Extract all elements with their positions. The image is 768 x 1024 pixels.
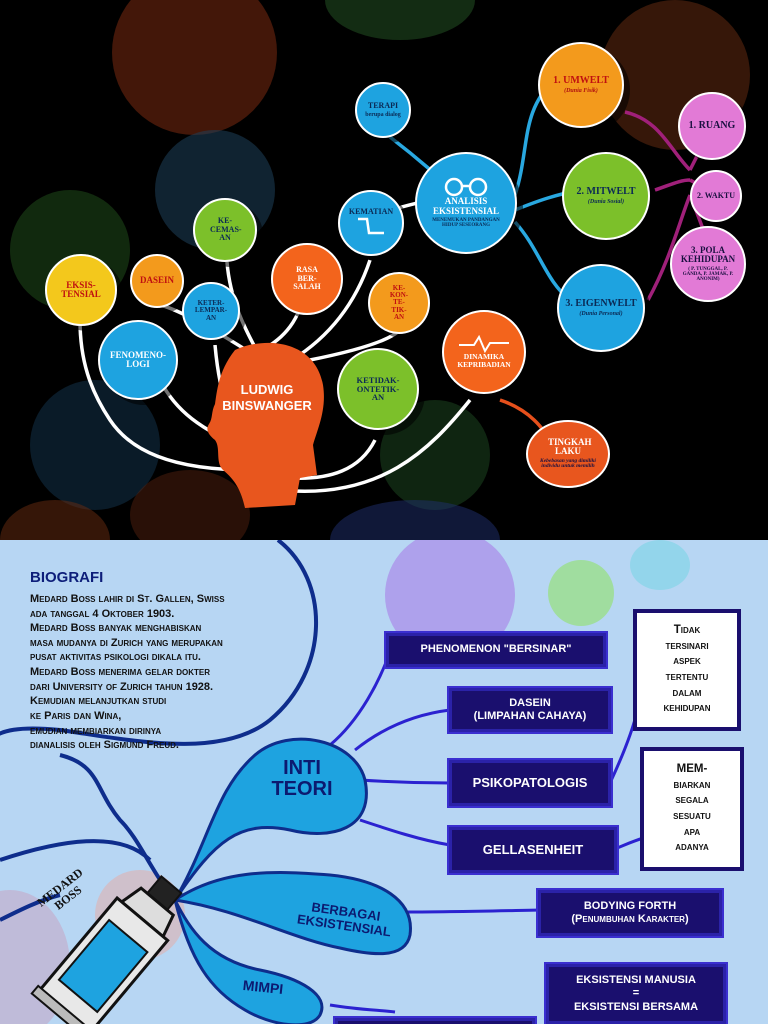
note-membiarkan: MEM- biarkan segala sesuatu apa adanya xyxy=(640,747,744,871)
binswanger-mindmap: LUDWIG BINSWANGER 1. UMWELT (Dunia Fisik… xyxy=(0,0,750,540)
connector-lines xyxy=(78,78,712,493)
node-analisis-eksistensial[interactable]: ANALISIS EKSISTENSIAL MENEMUKAN PANDANGA… xyxy=(415,152,517,254)
bio-line: ke Paris dan Wina, xyxy=(30,709,122,722)
pulse-icon xyxy=(459,335,509,354)
glasses-icon xyxy=(444,178,488,197)
node-dinamika-kepribadian[interactable]: DINAMIKA KEPRIBADIAN xyxy=(442,310,526,394)
note-tidak-tersinari: Tidak tersinari aspek tertentu dalam keh… xyxy=(633,609,741,731)
node-rasa-bersalah[interactable]: RASA BER-SALAH xyxy=(271,243,343,315)
bio-line: masa mudanya di Zurich yang merupakan xyxy=(30,636,223,649)
branch-curves xyxy=(0,540,651,1024)
node-ruang[interactable]: 1. RUANG xyxy=(678,92,746,160)
bg-circle xyxy=(130,470,250,540)
box-dasein[interactable]: DASEIN (LIMPAHAN CAHAYA) xyxy=(449,688,611,732)
bio-line: Medard Boss lahir di St. Gallen, Swiss xyxy=(30,592,225,605)
bg-calculator-circle xyxy=(548,560,614,626)
node-fenomenologi[interactable]: FENOMENO-LOGI xyxy=(98,320,178,400)
node-ketidakontetikan[interactable]: KETIDAK-ONTETIK-AN xyxy=(337,348,419,430)
node-terapi[interactable]: TERAPI berupa dialog xyxy=(355,82,411,138)
box-gellasenheit[interactable]: GELLASENHEIT xyxy=(449,827,617,873)
box-psikopatologis[interactable]: PSIKOPATOLOGIS xyxy=(449,760,611,806)
biografi-title: BIOGRAFI xyxy=(30,569,104,586)
head-silhouette-icon xyxy=(207,342,324,508)
node-eigenwelt[interactable]: 3. EIGENWELT (Dunia Personal) xyxy=(557,264,645,352)
node-pola-kehidupan[interactable]: 3. POLA KEHIDUPAN ( P. TUNGGAL, P. GANDA… xyxy=(670,226,746,302)
bio-line: pusat aktivitas psikologi dikala itu. xyxy=(30,651,201,664)
bg-circle xyxy=(112,0,277,135)
bg-circle xyxy=(630,540,690,590)
coffin-icon xyxy=(358,217,384,235)
bio-line: Medard Boss banyak menghabiskan xyxy=(30,622,202,635)
bio-line: Kemudian melanjutkan studi xyxy=(30,695,167,708)
biografi-section: BIOGRAFI Medard Boss lahir di St. Gallen… xyxy=(30,568,305,753)
paint-tube-icon xyxy=(30,875,183,1024)
node-eksistensial[interactable]: EKSIS-TENSIAL xyxy=(45,254,117,326)
node-mitwelt[interactable]: 2. MITWELT (Dunia Sosial) xyxy=(562,152,650,240)
inti-teori-label: INTI TEORI xyxy=(271,757,333,800)
box-phenomenon-bersinar[interactable]: PHENOMENON "BERSINAR" xyxy=(386,633,606,667)
center-label: LUDWIG BINSWANGER xyxy=(222,382,312,414)
node-kematian[interactable]: KEMATIAN xyxy=(338,190,404,256)
bio-line: dianalisis oleh Sigmund Freud. xyxy=(30,739,179,752)
bio-line: dari University of Zurich tahun 1928. xyxy=(30,680,214,693)
bio-line: ada tanggal 4 Oktober 1903. xyxy=(30,607,175,620)
box-mimpi-partial[interactable] xyxy=(335,1018,535,1024)
node-tingkah-laku[interactable]: TINGKAH LAKU Kebebasan yang dimiliki ind… xyxy=(526,420,610,488)
node-dasein[interactable]: DASEIN xyxy=(130,254,184,308)
medard-boss-mindmap: BIOGRAFI Medard Boss lahir di St. Gallen… xyxy=(0,540,768,1024)
box-eksistensi-manusia[interactable]: EKSISTENSI MANUSIA = EKSISTENSI BERSAMA xyxy=(546,964,726,1024)
bio-line: emudian membiarkan dirinya xyxy=(30,724,162,737)
node-keterlemparan[interactable]: KETER-LEMPAR-AN xyxy=(182,282,240,340)
bio-line: Medard Boss menerima gelar dokter xyxy=(30,666,211,679)
node-umwelt[interactable]: 1. UMWELT (Dunia Fisik) xyxy=(538,42,624,128)
node-kecemasan[interactable]: KE-CEMAS-AN xyxy=(193,198,257,262)
node-waktu[interactable]: 2. WAKTU xyxy=(690,170,742,222)
node-kekontetikan[interactable]: KE-KON-TE-TIK-AN xyxy=(368,272,430,334)
box-bodying-forth[interactable]: BODYING FORTH (Penumbuhan Karakter) xyxy=(538,890,722,936)
